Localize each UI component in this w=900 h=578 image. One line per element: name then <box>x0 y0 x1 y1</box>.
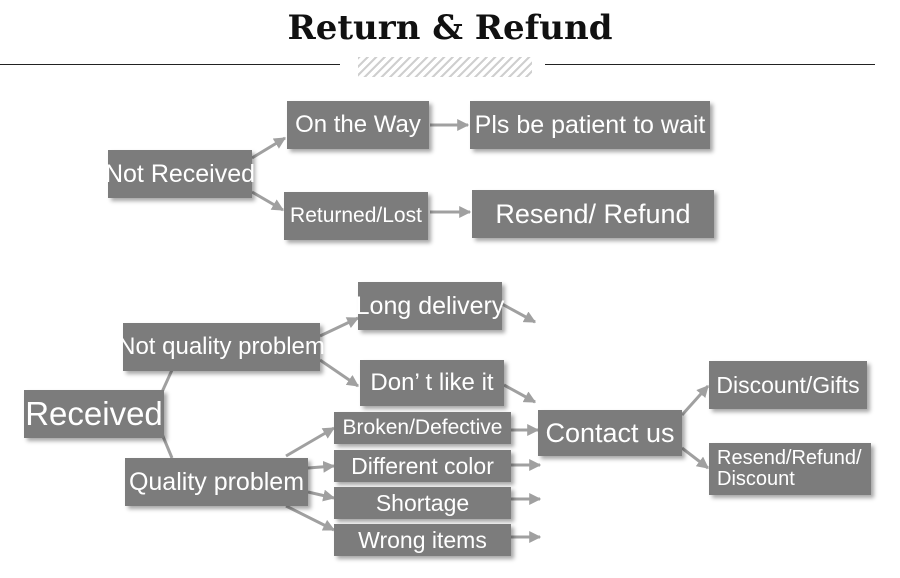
arrow-not-received-to-returned <box>251 190 285 212</box>
node-broken-defective: Broken/Defective <box>334 412 511 444</box>
node-contact-us: Contact us <box>538 410 682 456</box>
arrow-not-quality-to-long-delivery <box>319 316 360 338</box>
page-title: Return & Refund <box>287 8 613 48</box>
arrow-quality-to-broken <box>285 426 336 458</box>
arrow-quality-to-shortage <box>307 489 336 502</box>
node-different-color: Different color <box>334 450 511 482</box>
node-shortage: Shortage <box>334 487 511 519</box>
arrow-quality-to-different-color <box>307 460 336 473</box>
node-not-received: Not Received <box>105 150 255 198</box>
arrow-dont-like-to-contact <box>503 383 537 404</box>
node-dont-like-it: Don’ t like it <box>360 360 504 406</box>
title-hatch-decoration <box>358 57 532 77</box>
node-received: Received <box>24 390 164 438</box>
arrow-not-quality-to-dont-like <box>319 358 359 388</box>
node-resend-refund: Resend/ Refund <box>472 190 714 238</box>
node-pls-be-patient: Pls be patient to wait <box>470 101 710 149</box>
node-returned-lost: Returned/Lost <box>284 192 428 240</box>
arrow-quality-to-wrong-items <box>285 504 336 532</box>
title-rule-left <box>0 64 340 65</box>
arrow-long-delivery-out <box>501 302 537 324</box>
node-on-the-way: On the Way <box>287 101 429 149</box>
arrow-not-received-to-on-the-way <box>251 136 287 160</box>
node-discount-gifts: Discount/Gifts <box>709 361 867 409</box>
node-resend-refund-discount: Resend/Refund/ Discount <box>709 443 871 495</box>
node-wrong-items: Wrong items <box>334 524 511 556</box>
arrow-contact-to-resend-refund-discount <box>681 446 709 470</box>
connector-not-quality-to-received <box>160 369 174 393</box>
node-not-quality-problem: Not quality problem <box>118 323 325 371</box>
arrow-contact-to-discount <box>680 384 710 417</box>
connector-received-to-quality <box>160 433 174 459</box>
node-quality-problem: Quality problem <box>125 458 308 506</box>
node-long-delivery: Long delivery <box>356 282 504 330</box>
title-rule-right <box>545 64 875 65</box>
